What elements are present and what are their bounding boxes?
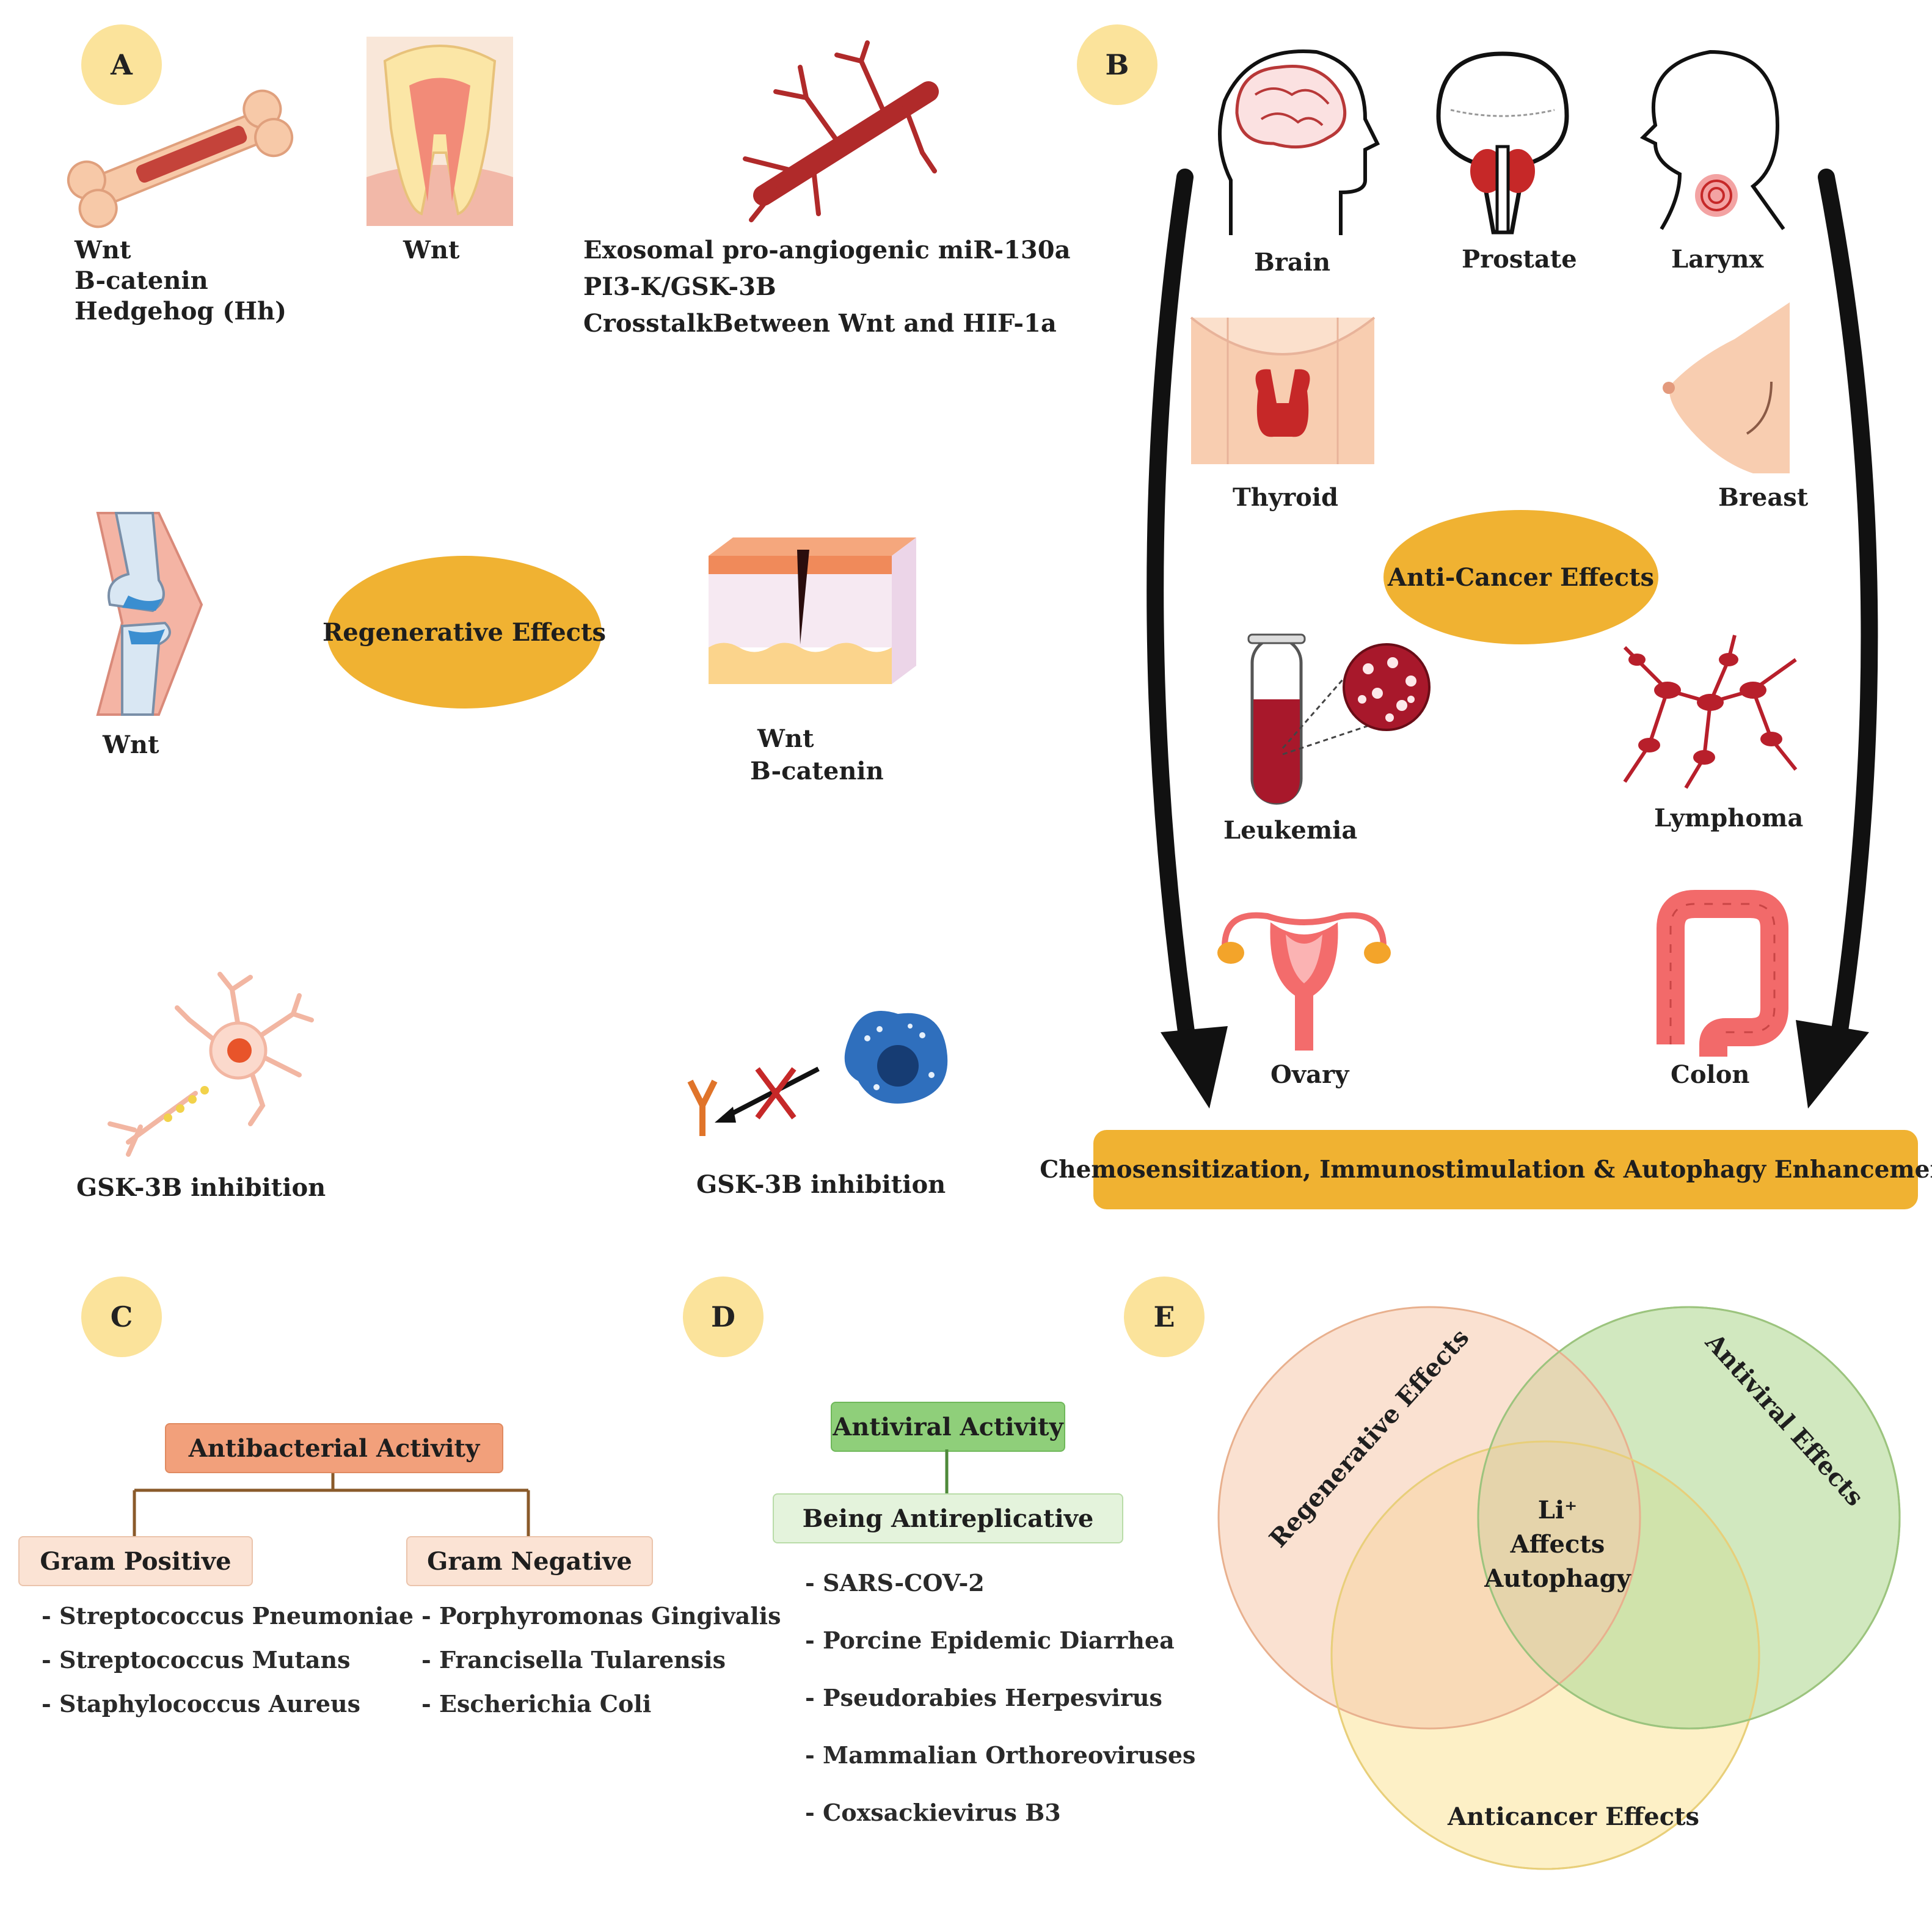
regenerative-effects-oval: Regenerative Effects <box>323 556 606 708</box>
ovary-uterus-icon <box>1217 912 1391 1051</box>
gram-negative-list: - Porphyromonas Gingivalis - Francisella… <box>421 1594 781 1726</box>
blood-vessel-icon <box>743 40 939 222</box>
gram-negative-box: Gram Negative <box>406 1536 653 1586</box>
list-item: - Pseudorabies Herpesvirus <box>805 1684 1162 1711</box>
panel-a-badge: A <box>81 24 162 105</box>
list-item: - Staphylococcus Aureus <box>42 1690 361 1717</box>
skin-label-b-catenin: B-catenin <box>750 757 884 785</box>
venn-center-label: Li⁺ Affects Autophagy <box>1466 1493 1649 1596</box>
right-curved-arrow-icon <box>1796 169 1878 1109</box>
lymphoma-icon <box>1623 635 1798 789</box>
panel-e-badge: E <box>1124 1277 1205 1357</box>
organ-label-prostate: Prostate <box>1462 245 1577 274</box>
skin-wound-icon <box>709 537 916 684</box>
leukemia-test-tube-icon <box>1247 633 1431 805</box>
bone-label-wnt: Wnt <box>75 236 131 264</box>
organ-label-leukemia: Leukemia <box>1223 816 1358 845</box>
colon-icon <box>1657 890 1788 1058</box>
antiviral-list: - SARS-COV-2 - Porcine Epidemic Diarrhea… <box>805 1554 1195 1841</box>
prostate-icon <box>1436 51 1569 235</box>
tooth-label-wnt: Wnt <box>403 236 460 264</box>
panel-d-badge: D <box>683 1277 764 1357</box>
antiviral-connector-line <box>945 1449 949 1495</box>
antibacterial-tree-lines <box>133 1466 530 1536</box>
bone-label-hedgehog: Hedgehog (Hh) <box>75 297 287 326</box>
organ-label-larynx: Larynx <box>1671 245 1764 274</box>
being-antireplicative-box: Being Antireplicative <box>773 1493 1123 1543</box>
knee-joint-icon <box>96 512 203 716</box>
organ-label-colon: Colon <box>1671 1060 1750 1089</box>
neuron-label: GSK-3B inhibition <box>76 1173 326 1202</box>
list-item: - Porphyromonas Gingivalis <box>421 1602 781 1630</box>
vessel-label-2: PI3-K/GSK-3B <box>583 272 776 301</box>
venn-center-line-2: Affects <box>1510 1530 1605 1559</box>
list-item: - SARS-COV-2 <box>805 1569 985 1597</box>
gram-positive-list: - Streptococcus Pneumoniae - Streptococc… <box>42 1594 414 1726</box>
chemosensitization-bar: Chemosensitization, Immunostimulation & … <box>1040 1130 1932 1209</box>
organ-label-brain: Brain <box>1254 248 1331 277</box>
panel-c-badge: C <box>81 1277 162 1357</box>
brain-head-icon <box>1218 49 1380 235</box>
neuron-icon <box>108 972 314 1157</box>
organ-label-thyroid: Thyroid <box>1233 483 1339 512</box>
list-item: - Escherichia Coli <box>421 1690 652 1717</box>
tooth-icon <box>366 37 513 226</box>
left-curved-arrow-icon <box>1146 169 1228 1109</box>
organ-label-ovary: Ovary <box>1270 1060 1349 1089</box>
list-item: - Porcine Epidemic Diarrhea <box>805 1626 1175 1654</box>
immune-cell-antibody-icon <box>687 1011 948 1136</box>
list-item: - Streptococcus Pneumoniae <box>42 1602 414 1630</box>
breast-icon <box>1663 302 1790 473</box>
vessel-label-1: Exosomal pro-angiogenic miR-130a <box>583 236 1071 264</box>
larynx-head-icon <box>1639 49 1785 230</box>
venn-diagram <box>1217 1306 1901 1870</box>
venn-center-line-3: Autophagy <box>1484 1564 1631 1593</box>
list-item: - Streptococcus Mutans <box>42 1646 351 1674</box>
panel-b-badge: B <box>1077 24 1157 105</box>
gram-positive-box: Gram Positive <box>18 1536 253 1586</box>
antiviral-activity-box: Antiviral Activity <box>831 1402 1065 1452</box>
skin-label-wnt: Wnt <box>757 724 814 753</box>
list-item: - Francisella Tularensis <box>421 1646 726 1674</box>
thyroid-icon <box>1190 316 1376 464</box>
organ-label-breast: Breast <box>1718 483 1809 512</box>
vessel-label-3: CrosstalkBetween Wnt and HIF-1a <box>583 309 1057 338</box>
immune-label: GSK-3B inhibition <box>696 1170 946 1199</box>
knee-label-wnt: Wnt <box>103 730 159 759</box>
bone-label-b-catenin: B-catenin <box>75 266 208 295</box>
list-item: - Coxsackievirus B3 <box>805 1799 1061 1826</box>
venn-center-line-1: Li⁺ <box>1537 1496 1578 1524</box>
venn-label-anticancer: Anticancer Effects <box>1448 1802 1700 1831</box>
list-item: - Mammalian Orthoreoviruses <box>805 1741 1196 1769</box>
bone-icon <box>67 89 294 228</box>
organ-label-lymphoma: Lymphoma <box>1654 804 1804 832</box>
anti-cancer-effects-oval: Anti-Cancer Effects <box>1383 510 1658 644</box>
antibacterial-activity-box: Antibacterial Activity <box>165 1423 503 1473</box>
venn-circle-anticancer <box>1217 1306 1641 1730</box>
